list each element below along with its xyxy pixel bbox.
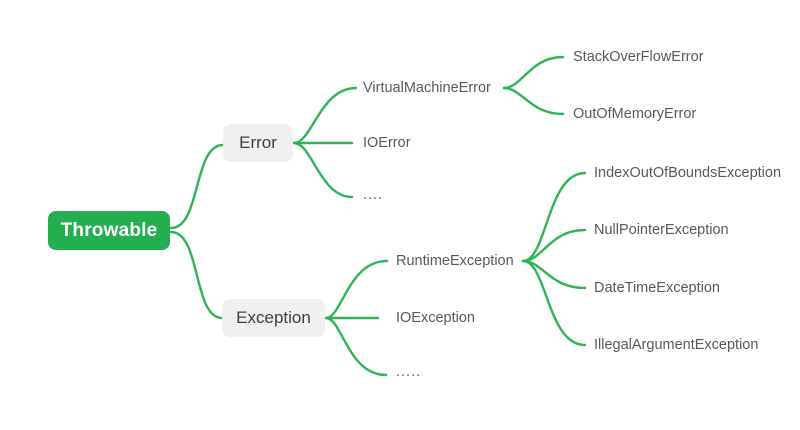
node-out-of-memory-error[interactable]: OutOfMemoryError (573, 105, 697, 122)
connector-runtime-indexoutofbounds (521, 171, 587, 263)
node-date-time-exception[interactable]: DateTimeException (594, 279, 720, 296)
connector-error-virtualmachineerror (292, 86, 358, 145)
node-exception[interactable]: Exception (222, 299, 325, 337)
node-exception-ellipsis[interactable]: ..... (396, 363, 422, 380)
node-virtual-machine-error[interactable]: VirtualMachineError (363, 79, 491, 96)
node-throwable[interactable]: Throwable (48, 211, 170, 250)
node-illegal-argument-exception[interactable]: IllegalArgumentException (594, 336, 759, 353)
node-null-pointer-exception[interactable]: NullPointerException (594, 221, 729, 238)
node-index-out-of-bounds-exception[interactable]: IndexOutOfBoundsException (594, 164, 782, 181)
connector-exception-ellipsis (324, 316, 388, 377)
connector-vme-stackoverflowerror (502, 55, 565, 90)
connector-throwable-exception (169, 230, 224, 320)
node-error-ellipsis[interactable]: .... (363, 186, 384, 203)
connector-throwable-error (169, 143, 225, 230)
node-io-error[interactable]: IOError (363, 134, 411, 151)
connector-exception-runtimeexception (324, 259, 389, 320)
connector-error-ellipsis (292, 141, 354, 199)
connector-vme-outofmemoryerror (502, 86, 565, 116)
node-io-exception[interactable]: IOException (396, 309, 475, 326)
node-error[interactable]: Error (223, 124, 293, 162)
connector-runtime-nullpointer (521, 228, 587, 263)
node-runtime-exception[interactable]: RuntimeException (396, 252, 514, 269)
node-stack-overflow-error[interactable]: StackOverFlowError (573, 48, 704, 65)
connector-runtime-illegalargument (521, 259, 587, 347)
